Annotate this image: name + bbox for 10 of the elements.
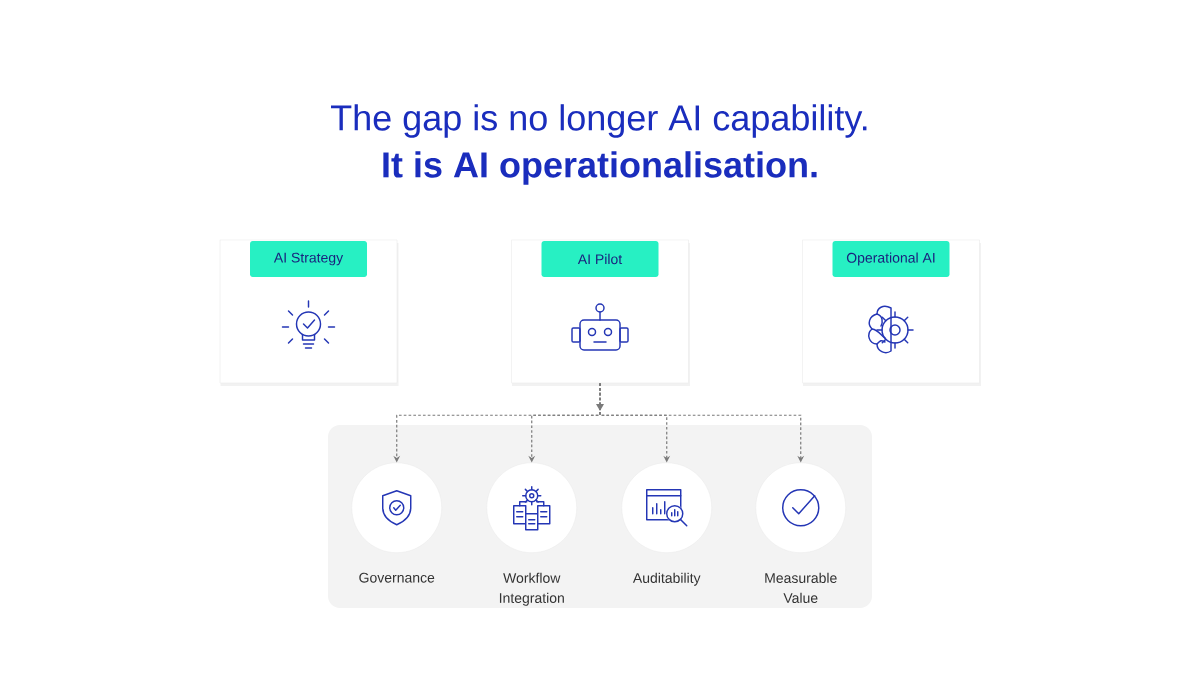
node-label: Workflow Integration [499, 572, 564, 606]
node-label: Governance [359, 572, 435, 583]
node-label: Measurable Value [765, 572, 837, 603]
arrow-head [596, 404, 604, 411]
card-tab: AI Pilot [541, 241, 659, 277]
node-label: Auditability [632, 572, 701, 586]
card-tab: AI Strategy [250, 241, 367, 277]
card-tab: Operational AI [832, 241, 950, 277]
title: The gap is no longer AI capability. [331, 104, 867, 138]
heading: It is AI operationalisation. [383, 151, 817, 185]
